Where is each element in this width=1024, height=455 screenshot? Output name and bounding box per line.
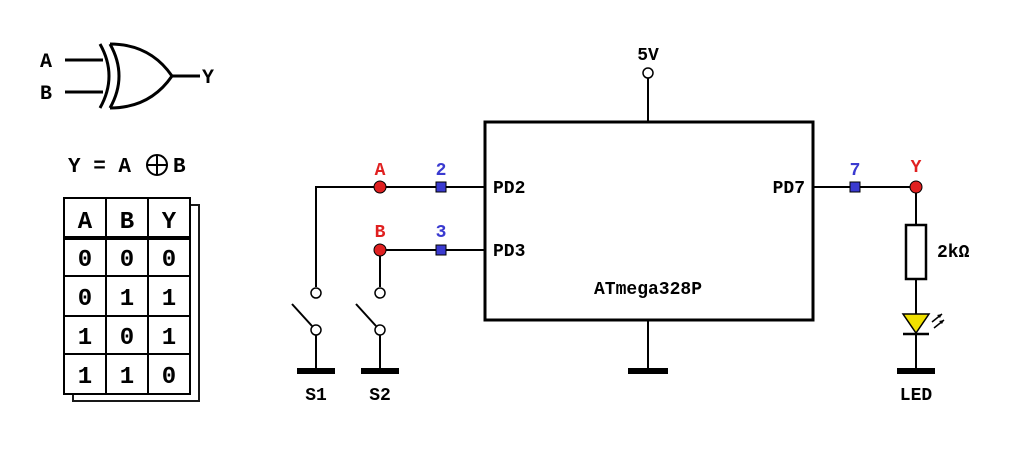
truth-table-cell: 0 bbox=[162, 247, 176, 274]
pin-3-marker bbox=[435, 244, 447, 256]
truth-table-cell: 0 bbox=[162, 364, 176, 391]
node-b-label: B bbox=[375, 223, 386, 243]
chip-name: ATmega328P bbox=[594, 280, 702, 300]
xor-operator-icon bbox=[146, 154, 168, 176]
atmega-chip-body bbox=[483, 120, 815, 322]
resistor-value-label: 2kΩ bbox=[937, 243, 970, 263]
input-a-wire bbox=[315, 186, 485, 287]
pin-label-pd3: PD3 bbox=[493, 242, 525, 262]
truth-table-cell: 1 bbox=[120, 286, 134, 313]
supply-label: 5V bbox=[637, 46, 659, 66]
node-y-dot bbox=[909, 180, 923, 194]
truth-table-cell: 1 bbox=[162, 325, 176, 352]
node-a-label: A bbox=[375, 161, 386, 181]
gate-output-y-label: Y bbox=[202, 67, 214, 90]
pin-7-marker bbox=[849, 181, 861, 193]
node-y-label: Y bbox=[911, 158, 922, 178]
supply-terminal bbox=[642, 67, 654, 79]
node-a-dot bbox=[373, 180, 387, 194]
truth-table-cell: 1 bbox=[162, 286, 176, 313]
switch-s2-label: S2 bbox=[369, 386, 391, 406]
switch-s2-symbol bbox=[355, 287, 399, 374]
led-symbol bbox=[897, 313, 945, 374]
truth-table-header-b: B bbox=[120, 209, 134, 236]
resistor-symbol bbox=[904, 223, 928, 281]
truth-table-cell: 1 bbox=[78, 325, 92, 352]
truth-table-cell: 0 bbox=[78, 247, 92, 274]
truth-table-cell: 0 bbox=[78, 286, 92, 313]
pin-label-pd7: PD7 bbox=[773, 179, 805, 199]
xor-equation-left: Y = A bbox=[68, 156, 131, 179]
node-b-dot bbox=[373, 243, 387, 257]
switch-s1-symbol bbox=[291, 287, 335, 374]
xor-gate-symbol bbox=[65, 42, 200, 110]
truth-table-header-y: Y bbox=[162, 209, 177, 236]
input-b-wire bbox=[379, 249, 485, 287]
truth-table bbox=[63, 197, 200, 402]
chip-ground-symbol bbox=[628, 368, 668, 374]
truth-table-cell: 1 bbox=[78, 364, 92, 391]
pin-number-7: 7 bbox=[850, 161, 861, 181]
truth-table-cell: 0 bbox=[120, 325, 134, 352]
pin-number-3: 3 bbox=[436, 223, 447, 243]
pin-number-2: 2 bbox=[436, 161, 447, 181]
pin-2-marker bbox=[435, 181, 447, 193]
gate-input-b-label: B bbox=[40, 83, 52, 106]
gate-input-a-label: A bbox=[40, 51, 52, 74]
truth-table-header-a: A bbox=[78, 209, 93, 236]
xor-equation-right: B bbox=[173, 156, 186, 179]
switch-s1-label: S1 bbox=[305, 386, 327, 406]
truth-table-cell: 1 bbox=[120, 364, 134, 391]
truth-table-cell: 0 bbox=[120, 247, 134, 274]
led-label: LED bbox=[900, 386, 933, 406]
output-y-wire bbox=[813, 186, 917, 225]
pin-label-pd2: PD2 bbox=[493, 179, 525, 199]
